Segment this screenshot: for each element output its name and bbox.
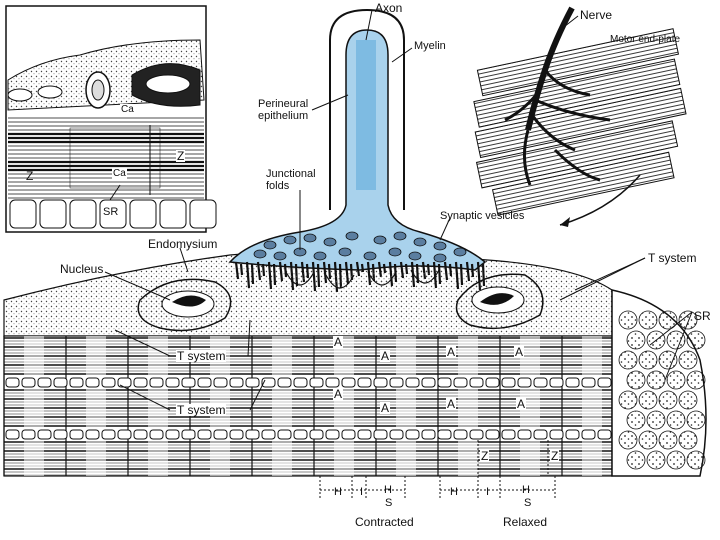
- axon-label: Axon: [375, 1, 403, 15]
- h-band-label: H: [450, 486, 458, 498]
- a-band-label: A: [514, 345, 525, 359]
- endomysium-label: Endomysium: [148, 237, 218, 251]
- a-band-label: A: [516, 397, 527, 411]
- a-band-label: A: [380, 401, 391, 415]
- motor-end-plate-label: Motor end-plate: [610, 34, 681, 45]
- a-band-label: A: [446, 345, 457, 359]
- sarcomere-markers: [319, 440, 556, 500]
- sarcoplasmic-reticulum-inset: [5, 5, 217, 233]
- a-band-label: A: [333, 387, 344, 401]
- relaxed-label: Relaxed: [503, 515, 548, 529]
- junctional-folds-label: Junctional folds: [266, 168, 316, 192]
- z-inset-right-label: Z: [176, 149, 186, 163]
- t-system-left-label-2: T system: [176, 403, 227, 417]
- i-band-label: I: [486, 486, 490, 498]
- a-band-label: A: [446, 397, 457, 411]
- z-inset-left-label: Z: [26, 169, 34, 183]
- nerve-label: Nerve: [580, 8, 613, 22]
- h-band-label: H: [522, 484, 530, 496]
- i-band-label: I: [360, 486, 364, 498]
- synaptic-vesicles-label: Synaptic vesicles: [440, 210, 525, 222]
- h-band-label: H: [384, 484, 392, 496]
- t-system-left-label-1: T system: [176, 349, 227, 363]
- ca-inset-label-2: Ca: [112, 168, 127, 180]
- a-band-label: A: [333, 335, 344, 349]
- myelin-label: Myelin: [414, 40, 446, 52]
- sr-inset-label: SR: [102, 206, 120, 218]
- z-bottom-label-1: Z: [480, 449, 490, 463]
- t-system-right-label: T system: [648, 251, 697, 265]
- s-label: S: [385, 497, 393, 509]
- sr-right-label: SR: [694, 309, 711, 323]
- s-label: S: [524, 497, 532, 509]
- h-band-label: H: [334, 486, 342, 498]
- nucleus-right: [455, 273, 544, 330]
- muscle-fibre-block: [3, 250, 707, 477]
- nucleus-left: [137, 278, 232, 332]
- axon-terminal: [228, 8, 487, 293]
- z-bottom-label-2: Z: [550, 449, 560, 463]
- leader-lines: [104, 9, 693, 411]
- nucleus-label: Nucleus: [60, 262, 104, 276]
- perineural-epithelium-label: Perineural epithelium: [258, 98, 309, 122]
- motor-end-plate-sketch: [473, 6, 687, 227]
- contracted-label: Contracted: [355, 515, 414, 529]
- a-band-label: A: [380, 349, 391, 363]
- ca-inset-label-1: Ca: [120, 104, 135, 116]
